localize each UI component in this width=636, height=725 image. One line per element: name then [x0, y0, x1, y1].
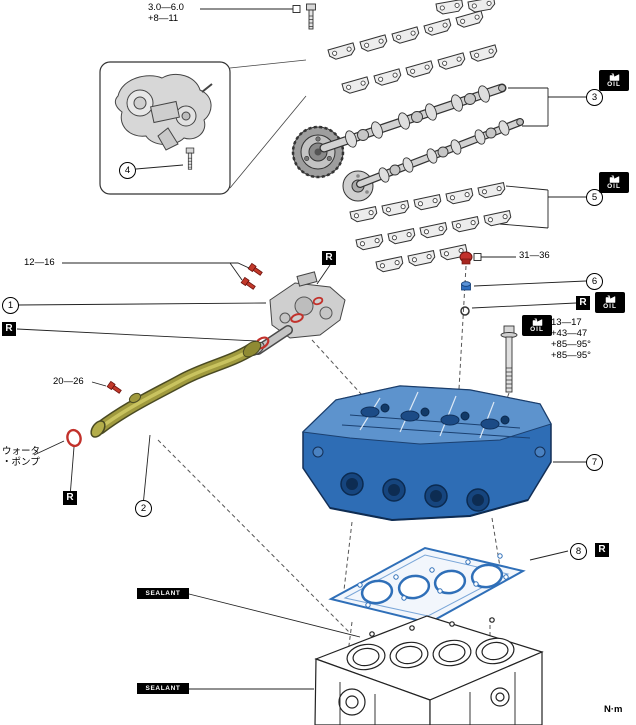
torque-label-head-bolt: 13—17 +43—47 +85—95° +85—95°	[551, 317, 591, 361]
torque-value: 12—16	[24, 257, 55, 268]
units-label: N·m	[604, 704, 623, 715]
water-pump-label: ウォータ ・ポンプ	[2, 446, 41, 468]
callout-7: 7	[586, 454, 603, 471]
torque-label-water-pipe: 20—26	[53, 376, 84, 387]
callout-6: 6	[586, 273, 603, 290]
camshafts	[291, 83, 524, 202]
torque-value: 20—26	[53, 376, 84, 387]
replace-badge: R	[322, 251, 336, 265]
exhaust-ports	[340, 472, 490, 512]
replace-badge: R	[63, 491, 77, 505]
torque-value: 31—36	[519, 250, 550, 261]
small-o-ring	[460, 306, 470, 316]
replace-badge: R	[576, 296, 590, 310]
oil-can-icon	[532, 318, 543, 326]
torque-value: +85—95°	[551, 350, 591, 361]
water-pipe	[66, 340, 262, 448]
oil-can-icon	[605, 295, 616, 303]
torque-label-cap-plug: 31—36	[519, 250, 550, 261]
cylinder-head	[301, 385, 552, 522]
o-ring	[66, 428, 82, 448]
torque-value: +43—47	[551, 328, 588, 339]
replace-badge: R	[2, 322, 16, 336]
leader-lines	[16, 5, 587, 690]
camshaft-caps-top	[327, 0, 499, 96]
cam-cap-plug-stack	[459, 251, 473, 316]
replace-badge: R	[595, 543, 609, 557]
torque-label-water-outlet: 12—16	[24, 257, 55, 268]
oil-flag: OIL	[599, 172, 629, 193]
callout-4: 4	[119, 162, 136, 179]
oil-can-icon	[609, 175, 620, 183]
oil-flag: OIL	[522, 315, 552, 336]
torque-value: 13—17	[551, 317, 582, 328]
torque-value: +85—95°	[551, 339, 591, 350]
oil-flag: OIL	[595, 292, 625, 313]
blue-washer	[461, 281, 471, 291]
callout-2: 2	[135, 500, 152, 517]
torque-label-cam-cap-bolt: 3.0—6.0 +8—11	[148, 2, 184, 24]
torque-value: +8—11	[148, 13, 179, 24]
callout-5: 5	[586, 189, 603, 206]
cam-cap-bolt	[306, 3, 316, 30]
sealant-flag: SEALANT	[137, 683, 189, 694]
oil-flag: OIL	[599, 70, 629, 91]
callout-1: 1	[2, 297, 19, 314]
outlet-bolt	[247, 262, 264, 277]
water-outlet-housing	[240, 262, 346, 357]
cylinder-block	[314, 615, 544, 725]
cam-sprocket-icon	[291, 125, 345, 179]
outlet-bolt	[240, 276, 257, 291]
sealant-flag: SEALANT	[137, 588, 189, 599]
inset-thermostat-housing	[99, 59, 307, 195]
torque-value: 3.0—6.0	[148, 2, 184, 13]
camshaft-caps-lower	[349, 182, 513, 274]
cylinder-head-bolt	[500, 325, 518, 393]
callout-3: 3	[586, 89, 603, 106]
head-gasket	[328, 546, 526, 625]
o-ring	[290, 313, 304, 323]
o-ring	[312, 296, 324, 306]
oil-can-icon	[609, 73, 620, 81]
pipe-bolt	[106, 380, 123, 395]
callout-8: 8	[570, 543, 587, 560]
